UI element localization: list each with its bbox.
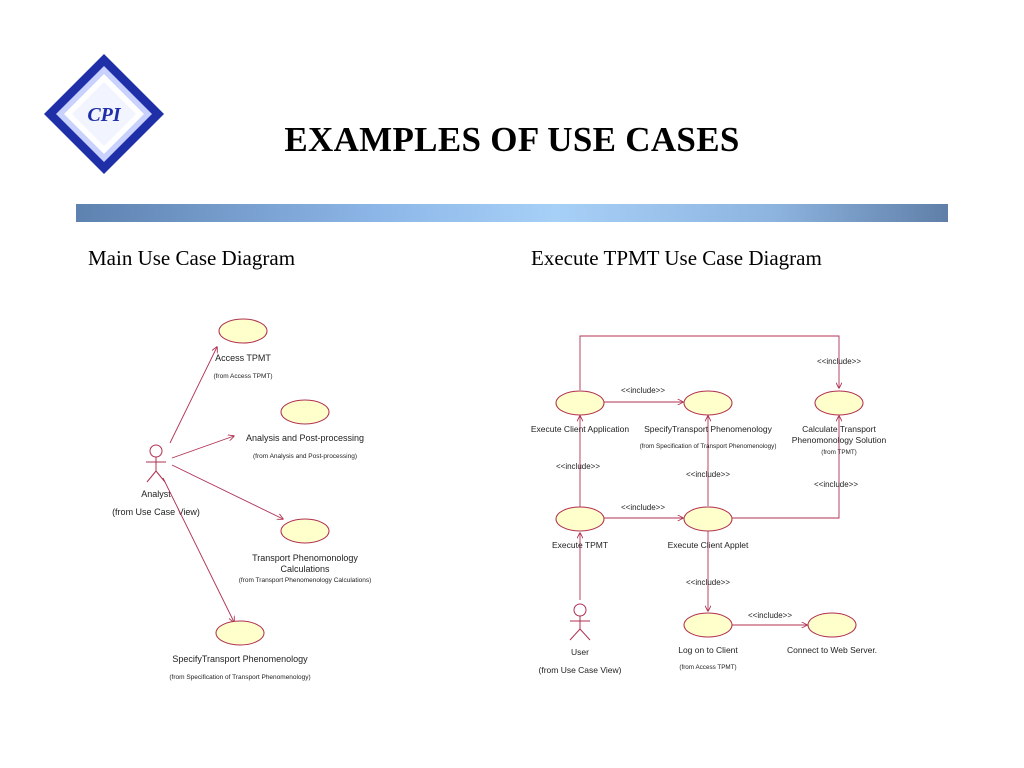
usecase-log-on-source: (from Access TPMT) <box>679 664 736 671</box>
analyst-actor <box>146 444 166 483</box>
usecase-specify-transport-source: (from Specification of Transport Phenome… <box>169 674 310 681</box>
include-label-top: <<include>> <box>817 357 861 366</box>
execute-diagram: <<include>> <<include>> <<include>> <<in… <box>531 335 887 675</box>
usecase-access-tpmt <box>218 318 268 344</box>
usecase-transport-calc <box>280 518 330 544</box>
usecase-specify-transport-2 <box>683 390 733 416</box>
usecase-specify-transport-label: SpecifyTransport Phenomenology <box>172 654 308 664</box>
usecase-access-tpmt-source: (from Access TPMT) <box>213 373 272 380</box>
usecase-connect-web <box>807 612 857 638</box>
usecase-specify-transport-2-source: (from Specification of Transport Phenome… <box>640 443 777 450</box>
cpi-logo: CPI <box>44 54 164 174</box>
usecase-access-tpmt-label: Access TPMT <box>215 353 271 363</box>
include-label-tpmt-eca: <<include>> <box>556 462 600 471</box>
usecase-log-on <box>683 612 733 638</box>
assoc-specify <box>162 477 234 622</box>
right-heading: Execute TPMT Use Case Diagram <box>531 246 822 270</box>
usecase-analysis-source: (from Analysis and Post-processing) <box>253 453 357 460</box>
usecase-transport-calc-label-2: Calculations <box>280 564 330 574</box>
user-actor <box>569 603 591 641</box>
assoc-analysis <box>171 436 234 459</box>
usecase-log-on-label: Log on to Client <box>678 645 738 655</box>
include-label-tpmt-applet: <<include>> <box>621 503 665 512</box>
include-label-applet-logon: <<include>> <box>686 578 730 587</box>
usecase-analysis-label: Analysis and Post-processing <box>246 433 364 443</box>
title-divider-bar <box>76 204 948 222</box>
usecase-execute-client-application <box>555 390 605 416</box>
usecase-calculate-transport-source: (from TPMT) <box>821 449 857 456</box>
user-label: User <box>571 647 589 657</box>
usecase-execute-client-applet-label: Execute Client Applet <box>668 540 749 550</box>
usecase-calculate-transport-label-2: Phenomonology Solution <box>792 435 887 445</box>
usecase-calculate-transport <box>814 390 864 416</box>
assoc-transport-calc <box>171 464 283 519</box>
logo-text: CPI <box>87 104 122 126</box>
assoc-access-tpmt <box>169 347 217 444</box>
user-source: (from Use Case View) <box>539 665 622 675</box>
analyst-source: (from Use Case View) <box>112 507 200 517</box>
usecase-transport-calc-label-1: Transport Phenomonology <box>252 553 358 563</box>
analyst-label: Analyst <box>141 489 171 499</box>
usecase-execute-tpmt-label: Execute TPMT <box>552 540 608 550</box>
left-heading: Main Use Case Diagram <box>88 246 296 270</box>
include-label-logon-connect: <<include>> <box>748 611 792 620</box>
include-applet-to-calc <box>732 416 839 519</box>
usecase-specify-transport-2-label: SpecifyTransport Phenomenology <box>644 424 772 434</box>
usecase-transport-calc-source: (from Transport Phenomenology Calculatio… <box>239 577 372 584</box>
include-eca-to-calc <box>579 335 839 390</box>
main-diagram: Analyst (from Use Case View) Access TPMT… <box>112 318 372 681</box>
usecase-calculate-transport-label-1: Calculate Transport <box>802 424 876 434</box>
usecase-specify-transport <box>215 620 265 646</box>
slide-title: EXAMPLES OF USE CASES <box>284 120 740 159</box>
include-label-applet-calc: <<include>> <box>814 480 858 489</box>
usecase-execute-client-applet <box>683 506 733 532</box>
usecase-connect-web-label: Connect to Web Server. <box>787 645 877 655</box>
include-label-applet-specify: <<include>> <box>686 470 730 479</box>
usecase-execute-tpmt <box>555 506 605 532</box>
usecase-execute-client-application-label: Execute Client Application <box>531 424 630 434</box>
include-label-eca-specify: <<include>> <box>621 386 665 395</box>
usecase-analysis <box>280 399 330 425</box>
